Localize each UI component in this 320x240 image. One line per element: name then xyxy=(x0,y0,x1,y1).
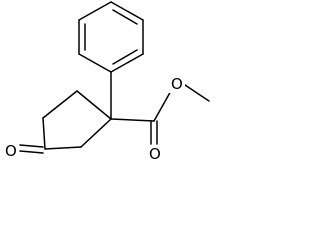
phenyl-bond-4 xyxy=(78,1,112,21)
phenyl-ring xyxy=(78,1,144,73)
carbonyl-oxygen: O xyxy=(149,145,161,163)
ester-group xyxy=(110,82,210,145)
cyclohexanone-ring xyxy=(42,71,112,150)
ring-ketone-oxygen-bg xyxy=(3,142,19,160)
phenyl-bond-6 xyxy=(78,53,112,73)
ring-bond-4 xyxy=(42,117,46,150)
ketone-group xyxy=(19,144,44,154)
phenyl-bond-3 xyxy=(110,1,144,21)
ring-bond-5 xyxy=(42,90,78,119)
ring-bond-6 xyxy=(76,90,112,120)
phenyl-bond-1 xyxy=(110,53,144,73)
phenyl-inner-double-bond-3 xyxy=(112,49,138,65)
atom-labels: O O O xyxy=(3,75,185,163)
ester-carbonyl-bond xyxy=(110,118,155,122)
ester-c-o-single-bond xyxy=(153,88,173,122)
ketone-double-bond-a xyxy=(19,144,44,148)
ester-ether-oxygen: O xyxy=(171,75,183,93)
ketone-double-bond-b xyxy=(19,150,44,154)
ring-bond-3 xyxy=(44,146,82,150)
carbonyl-oxygen-bg xyxy=(147,145,163,163)
chemical-structure-diagram: O O O xyxy=(3,1,210,163)
ring-bond-2 xyxy=(80,118,112,148)
ester-ether-oxygen-bg xyxy=(169,75,185,93)
ester-o-methyl-bond xyxy=(181,82,210,102)
ring-ketone-oxygen: O xyxy=(5,142,17,160)
phenyl-inner-double-bond-1 xyxy=(112,9,138,25)
